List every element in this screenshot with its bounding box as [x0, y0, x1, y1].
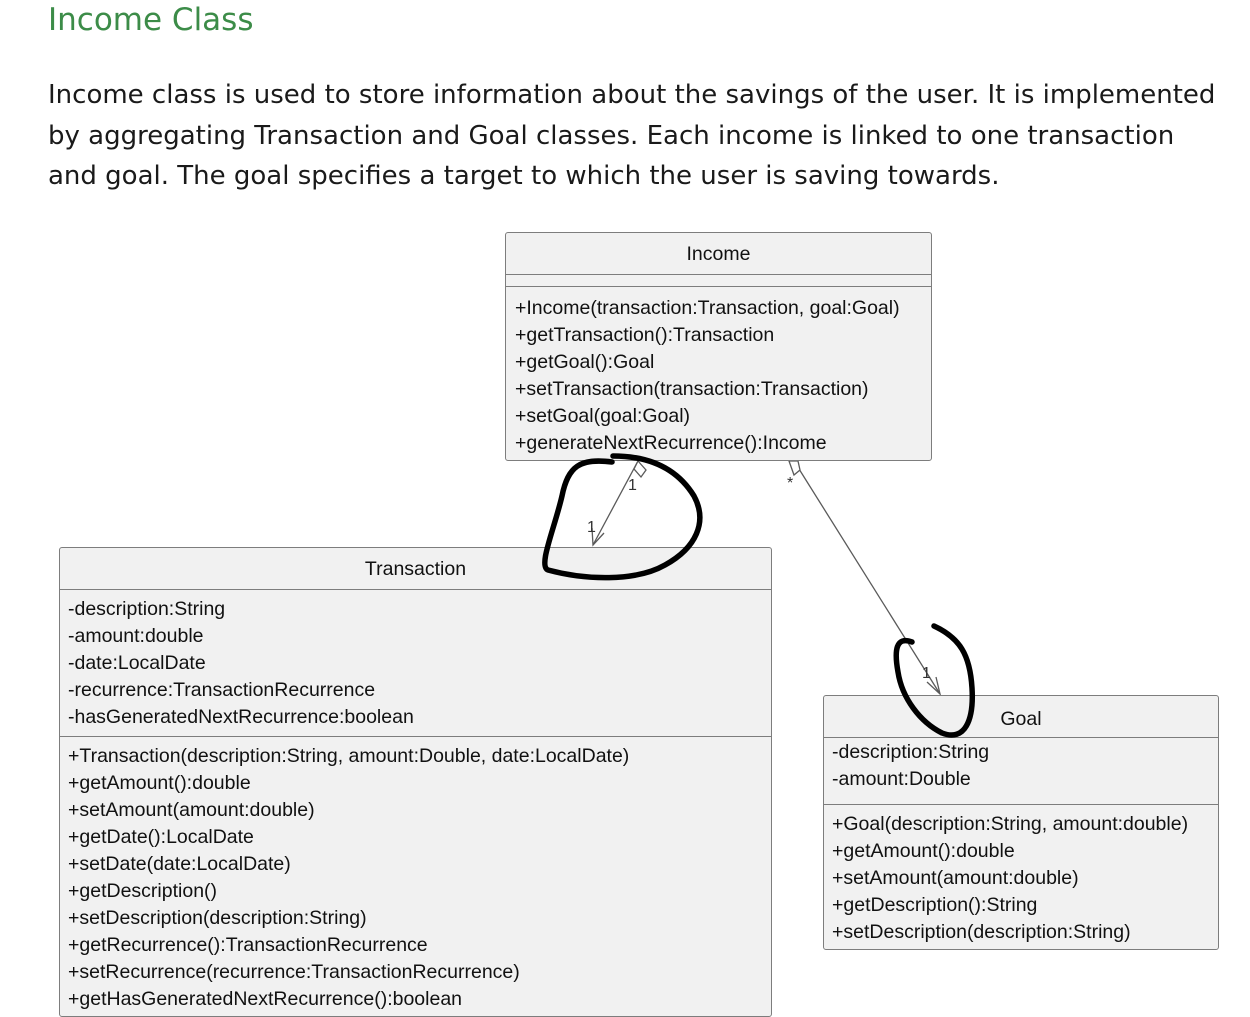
transaction-operation: +setAmount(amount:double): [68, 799, 315, 821]
transaction-operation: +setDescription(description:String): [68, 907, 367, 929]
transaction-class-name: Transaction: [364, 558, 467, 580]
hand-drawn-circle-goal: [893, 623, 976, 738]
transaction-attribute: -description:String: [68, 598, 226, 620]
transaction-attributes: -description:String -amount:double -date…: [60, 589, 771, 736]
transaction-operation: +getDescription(): [68, 880, 218, 902]
goal-operation: +getDescription():String: [832, 894, 1038, 916]
income-operation: +setGoal(goal:Goal): [515, 405, 691, 427]
transaction-attribute: -hasGeneratedNextRecurrence:boolean: [68, 706, 414, 728]
transaction-operation: +getDate():LocalDate: [68, 826, 254, 848]
income-attributes: [506, 274, 931, 286]
income-operations: +Income(transaction:Transaction, goal:Go…: [506, 286, 931, 457]
transaction-operation: +Transaction(description:String, amount:…: [68, 745, 630, 767]
income-goal-source-multiplicity: *: [787, 475, 793, 492]
income-transaction-source-multiplicity: 1: [628, 477, 637, 494]
section-title: Income Class: [48, 2, 254, 38]
income-goal-target-multiplicity: 1: [922, 665, 931, 682]
transaction-operations: +Transaction(description:String, amount:…: [60, 736, 771, 1013]
section-description: Income class is used to store informatio…: [48, 80, 1216, 191]
income-transaction-target-multiplicity: 1: [587, 519, 596, 536]
goal-attribute: -description:String: [832, 741, 990, 763]
transaction-operation: +getAmount():double: [68, 772, 251, 794]
goal-attribute: -amount:Double: [832, 768, 971, 790]
goal-operations: +Goal(description:String, amount:double)…: [824, 804, 1218, 946]
income-class-box: Income +Income(transaction:Transaction, …: [505, 232, 932, 461]
income-operation: +Income(transaction:Transaction, goal:Go…: [515, 297, 900, 319]
goal-class-box: Goal -description:String -amount:Double …: [823, 695, 1219, 950]
transaction-operation: +getRecurrence():TransactionRecurrence: [68, 934, 428, 956]
goal-operation: +setAmount(amount:double): [832, 867, 1079, 889]
goal-operation: +getAmount():double: [832, 840, 1015, 862]
transaction-attribute: -date:LocalDate: [68, 652, 206, 674]
transaction-attribute: -amount:double: [68, 625, 204, 647]
income-transaction-association: [591, 459, 647, 547]
goal-class-name: Goal: [1000, 708, 1042, 730]
income-operation: +generateNextRecurrence():Income: [515, 432, 827, 454]
transaction-operation: +setDate(date:LocalDate): [68, 853, 291, 875]
income-operation: +setTransaction(transaction:Transaction): [515, 378, 869, 400]
goal-attributes: -description:String -amount:Double: [824, 737, 1218, 804]
income-operation: +getGoal():Goal: [515, 351, 655, 373]
hand-drawn-circle-transaction: [542, 453, 703, 581]
transaction-operation: +setRecurrence(recurrence:TransactionRec…: [68, 961, 520, 983]
income-goal-association: [788, 460, 942, 696]
transaction-class-box: Transaction -description:String -amount:…: [59, 547, 772, 1017]
income-class-name: Income: [686, 243, 751, 265]
transaction-attribute: -recurrence:TransactionRecurrence: [68, 679, 376, 701]
income-operation: +getTransaction():Transaction: [515, 324, 775, 346]
goal-operation: +setDescription(description:String): [832, 921, 1131, 943]
goal-operation: +Goal(description:String, amount:double): [832, 813, 1189, 835]
